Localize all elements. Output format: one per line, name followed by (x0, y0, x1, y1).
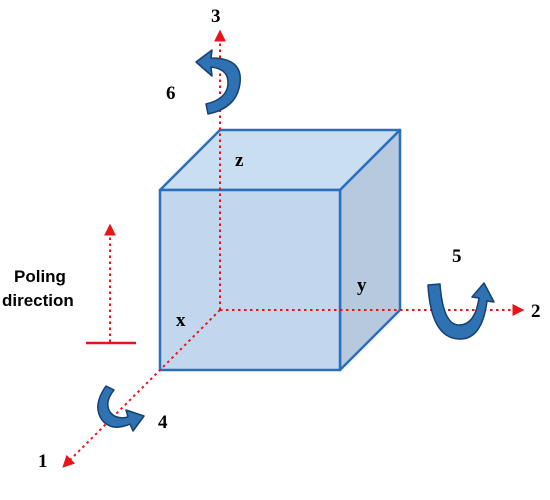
poling-label-line2: direction (2, 291, 74, 310)
rotation-4-arrow-icon (97, 385, 145, 432)
poling-direction-arrow (86, 223, 136, 345)
cube (158, 128, 402, 372)
axis-1-line (62, 309, 221, 468)
axis-2-label: 2 (531, 301, 541, 322)
rotation-4-label: 4 (158, 412, 168, 433)
axis-3-label: 3 (211, 6, 221, 27)
rotation-6-arrow-icon (195, 49, 241, 115)
axis-1-label: 1 (38, 451, 48, 472)
rotation-6-label: 6 (166, 83, 176, 104)
cube-front-face (158, 188, 342, 372)
rotation-5-arrow-icon (427, 282, 495, 340)
poling-label-line1: Poling (14, 267, 66, 286)
face-label-y: y (357, 275, 367, 296)
face-label-x: x (176, 310, 186, 331)
face-label-z: z (235, 150, 244, 171)
axes (62, 29, 525, 468)
rotation-5-label: 5 (452, 246, 462, 267)
